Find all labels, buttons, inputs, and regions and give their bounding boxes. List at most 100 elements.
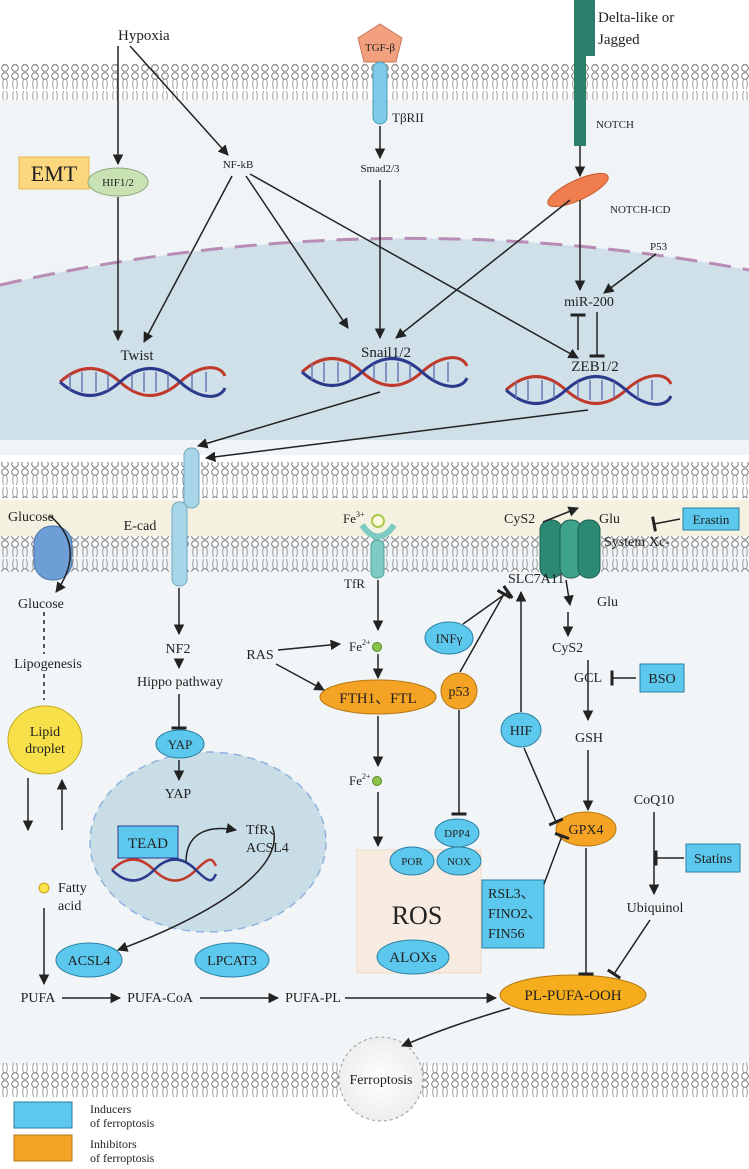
tbr2-label: TβRII bbox=[392, 110, 424, 125]
tfr-acsl4-label-2: ACSL4 bbox=[246, 841, 289, 856]
yap-node-label: YAP bbox=[168, 737, 193, 752]
bso-box bbox=[639, 663, 685, 693]
system-xc-label: System Xc- bbox=[604, 535, 670, 550]
hif12-node bbox=[87, 167, 149, 197]
por-node bbox=[389, 846, 435, 876]
pl-pufa-ooh-node bbox=[499, 974, 647, 1016]
dpp4-label: DPP4 bbox=[444, 828, 470, 840]
notch-icd-label: NOTCH-ICD bbox=[610, 204, 671, 216]
tfr-receptor bbox=[359, 523, 397, 540]
snail-label: Snail1/2 bbox=[361, 345, 411, 361]
notch-label: NOTCH bbox=[596, 119, 634, 131]
glucose-in-label: Glucose bbox=[18, 597, 64, 612]
statins-label: Statins bbox=[694, 852, 732, 867]
hif-node bbox=[500, 712, 542, 748]
system-xc-transporter bbox=[539, 519, 601, 579]
hif-label: HIF bbox=[510, 724, 533, 739]
tead-box bbox=[117, 825, 179, 859]
gpx4-label: GPX4 bbox=[568, 823, 603, 838]
tfr-stalk bbox=[370, 539, 385, 579]
fatty-acid-label-2: acid bbox=[58, 899, 81, 914]
system-xc-arrows bbox=[542, 506, 681, 607]
emt-label: EMT bbox=[31, 161, 78, 186]
glucose-out-label: Glucose bbox=[8, 510, 54, 525]
glu-out-label: Glu bbox=[599, 512, 620, 527]
dna-helix-zeb bbox=[504, 374, 673, 406]
jagged-label: Jagged bbox=[598, 32, 640, 48]
zeb-label: ZEB1/2 bbox=[571, 359, 619, 375]
tgfb-label: TGF-β bbox=[365, 42, 395, 54]
tfr-label: TfR bbox=[344, 576, 365, 591]
infg-node bbox=[424, 621, 474, 655]
rsl3-box bbox=[481, 879, 545, 949]
lipid-droplet-label-2: droplet bbox=[25, 742, 65, 757]
p53-node bbox=[440, 672, 478, 710]
erastin-label: Erastin bbox=[693, 512, 730, 527]
membrane-middle-upper bbox=[0, 462, 749, 498]
pufa-pl-label: PUFA-PL bbox=[285, 991, 341, 1006]
acsl4-label: ACSL4 bbox=[68, 954, 111, 969]
ecad-upper bbox=[183, 447, 200, 509]
slc7a11-label: SLC7A11 bbox=[508, 572, 564, 587]
nuclear-envelope bbox=[0, 236, 749, 287]
notch-ligand bbox=[586, 0, 595, 56]
hypoxia-label: Hypoxia bbox=[118, 28, 170, 44]
tead-label: TEAD bbox=[128, 836, 168, 852]
cys2-out-label: CyS2 bbox=[504, 512, 535, 527]
top-arrows bbox=[112, 45, 657, 463]
aloxs-label: ALOXs bbox=[389, 950, 437, 966]
legend-inhibitor-label-1: Inhibitors bbox=[90, 1137, 137, 1151]
legend-inducer-swatch bbox=[13, 1101, 73, 1129]
bso-label: BSO bbox=[648, 672, 675, 687]
gsh-label: GSH bbox=[575, 731, 603, 746]
dna-helix-snail bbox=[300, 356, 469, 388]
emt-box bbox=[18, 156, 90, 190]
rsl3-label: RSL3、 bbox=[488, 887, 535, 902]
acsl4-node bbox=[55, 942, 123, 978]
erastin-box bbox=[682, 507, 740, 531]
pufa-coa-label: PUFA-CoA bbox=[127, 991, 194, 1006]
pl-pufa-ooh-label: PL-PUFA-OOH bbox=[524, 988, 621, 1004]
fe2-a-label: Fe2+ bbox=[349, 638, 371, 654]
lipogenesis-label: Lipogenesis bbox=[14, 657, 82, 672]
smad-label: Smad2/3 bbox=[360, 163, 400, 175]
ras-label: RAS bbox=[246, 648, 273, 663]
dna-helix-twist bbox=[58, 366, 227, 398]
pufa-label: PUFA bbox=[21, 991, 57, 1006]
glucose-transporter bbox=[33, 525, 73, 581]
statins-box bbox=[685, 843, 741, 873]
legend-inducer-label-1: Inducers bbox=[90, 1102, 132, 1116]
yap-node bbox=[155, 729, 205, 759]
twist-label: Twist bbox=[120, 348, 154, 364]
tfr-acsl4-label-1: TfR、 bbox=[246, 823, 283, 838]
ferroptosis-label: Ferroptosis bbox=[350, 1073, 413, 1088]
p53-label: p53 bbox=[449, 685, 470, 700]
lower-arrows bbox=[22, 580, 684, 1048]
yap-nucleus bbox=[89, 751, 327, 933]
fth1-label: FTH1、FTL bbox=[339, 691, 417, 707]
fatty-acid-label-1: Fatty bbox=[58, 881, 87, 896]
ubiquinol-label: Ubiquinol bbox=[627, 901, 684, 916]
mir200-label: miR-200 bbox=[564, 295, 614, 310]
ferroptosis-cell bbox=[338, 1036, 424, 1122]
fe3-label: Fe3+ bbox=[343, 510, 365, 526]
fin56-label: FIN56 bbox=[488, 927, 525, 942]
nfkb-label: NF-kB bbox=[223, 159, 254, 171]
lipid-droplet-label-1: Lipid bbox=[30, 725, 60, 740]
gpx4-node bbox=[555, 811, 617, 847]
legend-inhibitor-label-2: of ferroptosis bbox=[90, 1151, 155, 1165]
notch-icd-node bbox=[547, 172, 609, 208]
fth1-node bbox=[319, 679, 437, 715]
infg-label: INFγ bbox=[436, 631, 463, 646]
yap-label: YAP bbox=[165, 787, 192, 802]
fe3-ion bbox=[371, 514, 385, 528]
nf2-label: NF2 bbox=[166, 642, 191, 657]
lipid-droplet bbox=[7, 705, 83, 775]
fe2-a-ion bbox=[372, 642, 382, 652]
aloxs-node bbox=[376, 939, 450, 975]
notch-receptor bbox=[574, 0, 586, 146]
dna-helix-tead bbox=[111, 858, 218, 882]
hippo-label: Hippo pathway bbox=[137, 675, 223, 690]
cys2-in-label: CyS2 bbox=[552, 641, 583, 656]
